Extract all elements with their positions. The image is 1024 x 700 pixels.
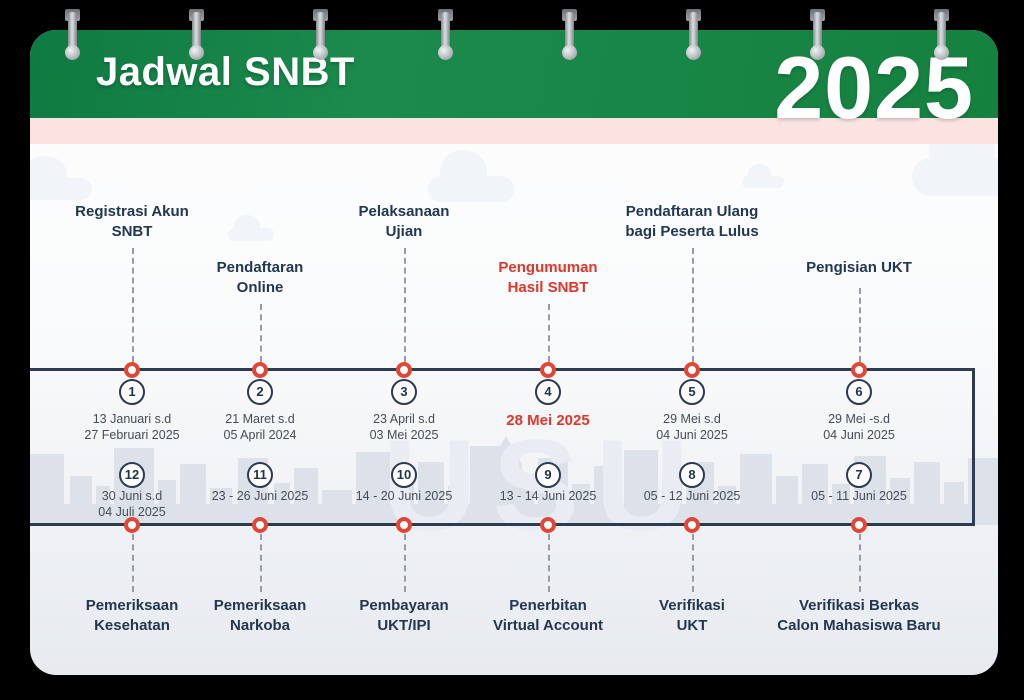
event-title: Penerbitan Virtual Account [492, 597, 604, 634]
event-title: Verifikasi Berkas Calon Mahasiswa Baru [777, 597, 941, 634]
event-column-3: Pelaksanaan Ujian 3 23 April s.d 03 Mei … [309, 30, 499, 675]
timeline-dot [252, 362, 268, 378]
event-column-1: Registrasi Akun SNBT 1 13 Januari s.d 27… [37, 30, 227, 675]
event-number-badge: 11 [247, 462, 273, 488]
event-date: 05 - 12 Juni 2025 [643, 489, 741, 503]
timeline-top-line [30, 368, 975, 371]
usu-watermark: USU [164, 420, 924, 550]
event-date: 13 Januari s.d 27 Februari 2025 [84, 412, 180, 442]
event-column-12: 12 30 Juni s.d 04 Juli 2025 Pemeriksaan … [37, 30, 227, 675]
binder-pin-icon [438, 9, 453, 60]
event-date: 13 - 14 Juni 2025 [499, 489, 597, 503]
event-column-5: Pendaftaran Ulang bagi Peserta Lulus 5 2… [597, 30, 787, 675]
header-banner [30, 30, 998, 118]
event-date: 29 Mei s.d 04 Juni 2025 [656, 412, 728, 442]
event-number-badge: 12 [119, 462, 145, 488]
dashed-connector [548, 534, 550, 592]
timeline-dot [851, 517, 867, 533]
dashed-connector [859, 534, 861, 592]
timeline-bottom-line [30, 523, 975, 526]
event-date: 05 - 11 Juni 2025 [811, 489, 907, 503]
cloud-shape [30, 156, 92, 200]
dashed-connector [260, 304, 262, 362]
event-title: Pengisian UKT [806, 259, 912, 276]
timeline-right-border [972, 368, 975, 526]
dashed-connector [692, 534, 694, 592]
timeline-dot [124, 517, 140, 533]
binder-pin-icon [810, 9, 825, 60]
event-column-10: 10 14 - 20 Juni 2025 Pembayaran UKT/IPI [309, 30, 499, 675]
cloud-shape [228, 215, 274, 241]
dashed-connector [404, 248, 406, 362]
event-title: Registrasi Akun SNBT [75, 203, 189, 240]
timeline-dot [252, 517, 268, 533]
event-date: 21 Maret s.d 05 April 2024 [223, 412, 297, 442]
binder-pin-icon [65, 9, 80, 60]
event-number-badge: 5 [679, 379, 705, 405]
event-date: 28 Mei 2025 [506, 412, 590, 429]
timeline-dot [396, 517, 412, 533]
event-number-badge: 10 [391, 462, 417, 488]
event-column-7: 7 05 - 11 Juni 2025 Verifikasi Berkas Ca… [764, 30, 954, 675]
dashed-connector [859, 288, 861, 362]
dashed-connector [132, 248, 134, 362]
event-number-badge: 1 [119, 379, 145, 405]
binder-pin-icon [686, 9, 701, 60]
dashed-connector [260, 534, 262, 592]
timeline-dot [396, 362, 412, 378]
event-date: 30 Juni s.d 04 Juli 2025 [98, 489, 166, 519]
binder-pin-icon [562, 9, 577, 60]
event-number-badge: 9 [535, 462, 561, 488]
event-number-badge: 2 [247, 379, 273, 405]
timeline-dot [684, 362, 700, 378]
timeline-dot [540, 517, 556, 533]
event-date: 29 Mei -s.d 04 Juni 2025 [823, 412, 895, 442]
page-title: Jadwal SNBT [96, 50, 355, 94]
pink-stripe [30, 118, 998, 144]
binder-pin-icon [934, 9, 949, 60]
timeline-dot [684, 517, 700, 533]
event-date: 23 April s.d 03 Mei 2025 [369, 412, 439, 442]
event-number-badge: 3 [391, 379, 417, 405]
event-column-9: 9 13 - 14 Juni 2025 Penerbitan Virtual A… [453, 30, 643, 675]
event-column-6: Pengisian UKT 6 29 Mei -s.d 04 Juni 2025 [764, 30, 954, 675]
event-title: Pembayaran UKT/IPI [359, 597, 449, 634]
cloud-shape [742, 164, 784, 188]
event-column-2: Pendaftaran Online 2 21 Maret s.d 05 Apr… [165, 30, 355, 675]
dashed-connector [692, 248, 694, 362]
timeline-dot [851, 362, 867, 378]
event-column-8: 8 05 - 12 Juni 2025 Verifikasi UKT [597, 30, 787, 675]
event-number-badge: 4 [535, 379, 561, 405]
calendar-card: USU Jadwal SNBT 2025 Registrasi Akun SNB… [30, 30, 998, 675]
binder-pin-icon [313, 9, 328, 60]
event-title: Verifikasi UKT [659, 597, 725, 634]
event-number-badge: 7 [846, 462, 872, 488]
cloud-shape [428, 150, 514, 202]
event-title: Pendaftaran Ulang bagi Peserta Lulus [625, 203, 759, 240]
timeline-dot [124, 362, 140, 378]
dashed-connector [548, 304, 550, 362]
dashed-connector [132, 534, 134, 592]
binder-pin-icon [189, 9, 204, 60]
event-date: 23 - 26 Juni 2025 [211, 489, 309, 503]
event-column-11: 11 23 - 26 Juni 2025 Pemeriksaan Narkoba [165, 30, 355, 675]
timeline-dot [540, 362, 556, 378]
event-number-badge: 6 [846, 379, 872, 405]
event-title: Pendaftaran Online [216, 259, 304, 296]
event-column-4: Pengumuman Hasil SNBT 4 28 Mei 2025 [453, 30, 643, 675]
event-title: Pelaksanaan Ujian [358, 203, 450, 240]
dashed-connector [404, 534, 406, 592]
event-number-badge: 8 [679, 462, 705, 488]
event-title: Pemeriksaan Kesehatan [85, 597, 179, 634]
event-title: Pemeriksaan Narkoba [213, 597, 307, 634]
event-title: Pengumuman Hasil SNBT [498, 259, 598, 296]
event-date: 14 - 20 Juni 2025 [355, 489, 453, 503]
